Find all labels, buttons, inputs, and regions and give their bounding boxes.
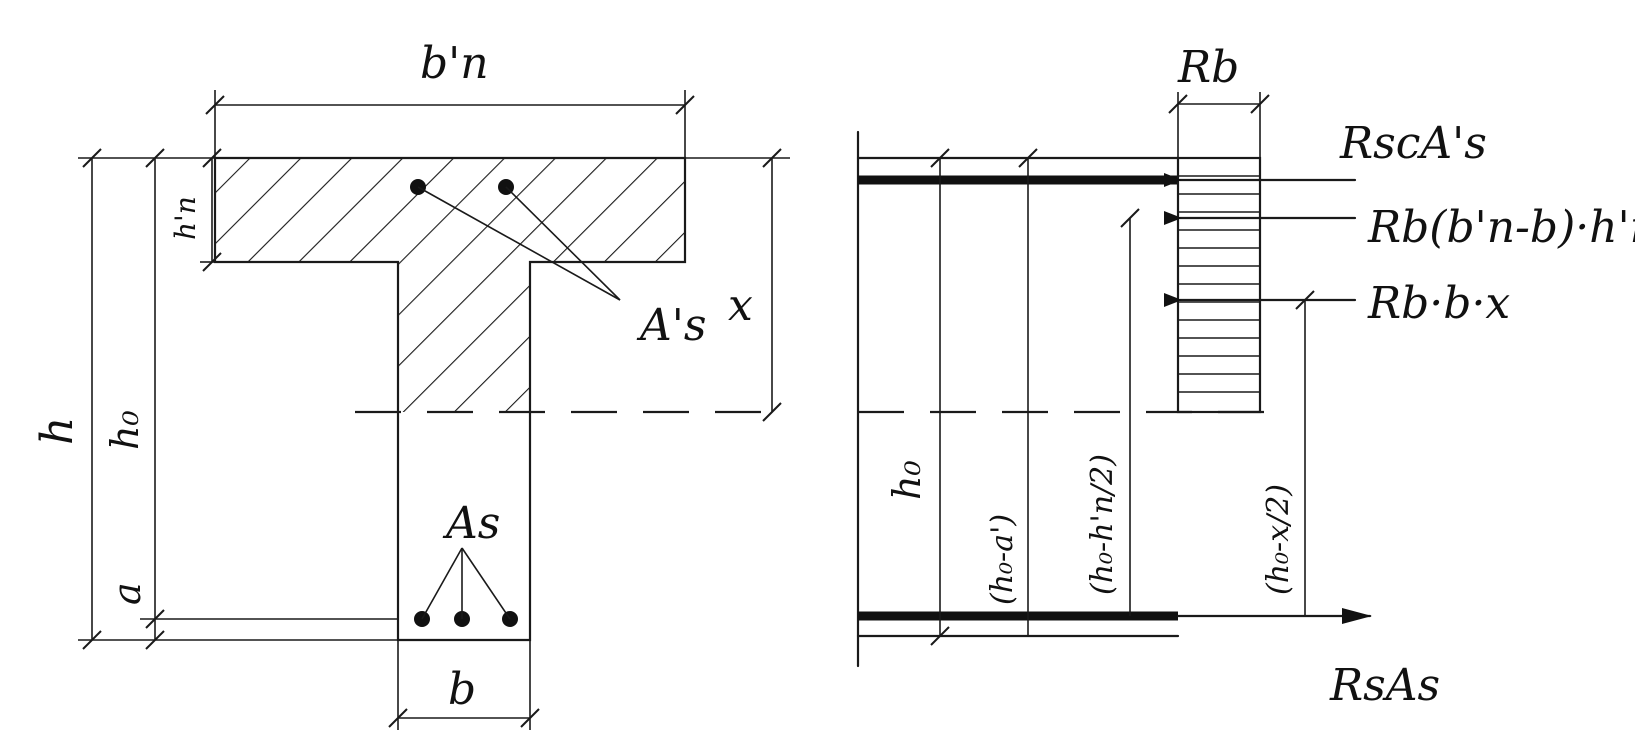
- label-force-web: Rb·b·x: [1367, 278, 1510, 329]
- dim-web-width: [388, 640, 540, 730]
- label-concrete-strength: Rb: [1177, 42, 1239, 93]
- label-bottom-reinforcement: As: [442, 498, 500, 549]
- dim-flange-width: [205, 90, 695, 158]
- dim-effective-depth: [140, 148, 398, 650]
- label-flange-height: h'п: [169, 196, 202, 240]
- dim-total-height: [78, 148, 398, 650]
- label-compression-zone: x: [728, 280, 753, 331]
- compression-zone-hatch: [215, 158, 685, 412]
- t-section: b'п h'п h h₀ a b A's As x: [32, 38, 790, 730]
- dim-concrete-strength: [1168, 92, 1270, 158]
- label-flange-width: b'п: [420, 38, 489, 89]
- label-force-top-steel: RscA's: [1339, 118, 1487, 169]
- label-total-height: h: [32, 417, 83, 445]
- compression-block-hatch: [1178, 175, 1260, 393]
- dim-compression-zone: [685, 148, 790, 422]
- label-effective-depth: h₀: [103, 410, 147, 450]
- label-force-flange: Rb(b'п-b)·h'п: [1367, 202, 1635, 253]
- label-h0-right: h₀: [885, 460, 929, 500]
- dim-flange-height: [200, 148, 222, 272]
- label-cover: a: [105, 582, 149, 605]
- label-web-width: b: [448, 664, 476, 715]
- label-arm-flange: (h₀-h'п/2): [1085, 454, 1120, 595]
- label-force-bottom-steel: RsAs: [1329, 660, 1440, 711]
- label-arm-top-steel: (h₀-a'): [985, 514, 1020, 605]
- force-diagram: h₀ (h₀-a') (h₀-h'п/2) (h₀-x/2) Rb RscA's…: [856, 42, 1635, 711]
- label-top-reinforcement: A's: [636, 300, 706, 351]
- label-arm-web: (h₀-x/2): [1261, 484, 1296, 595]
